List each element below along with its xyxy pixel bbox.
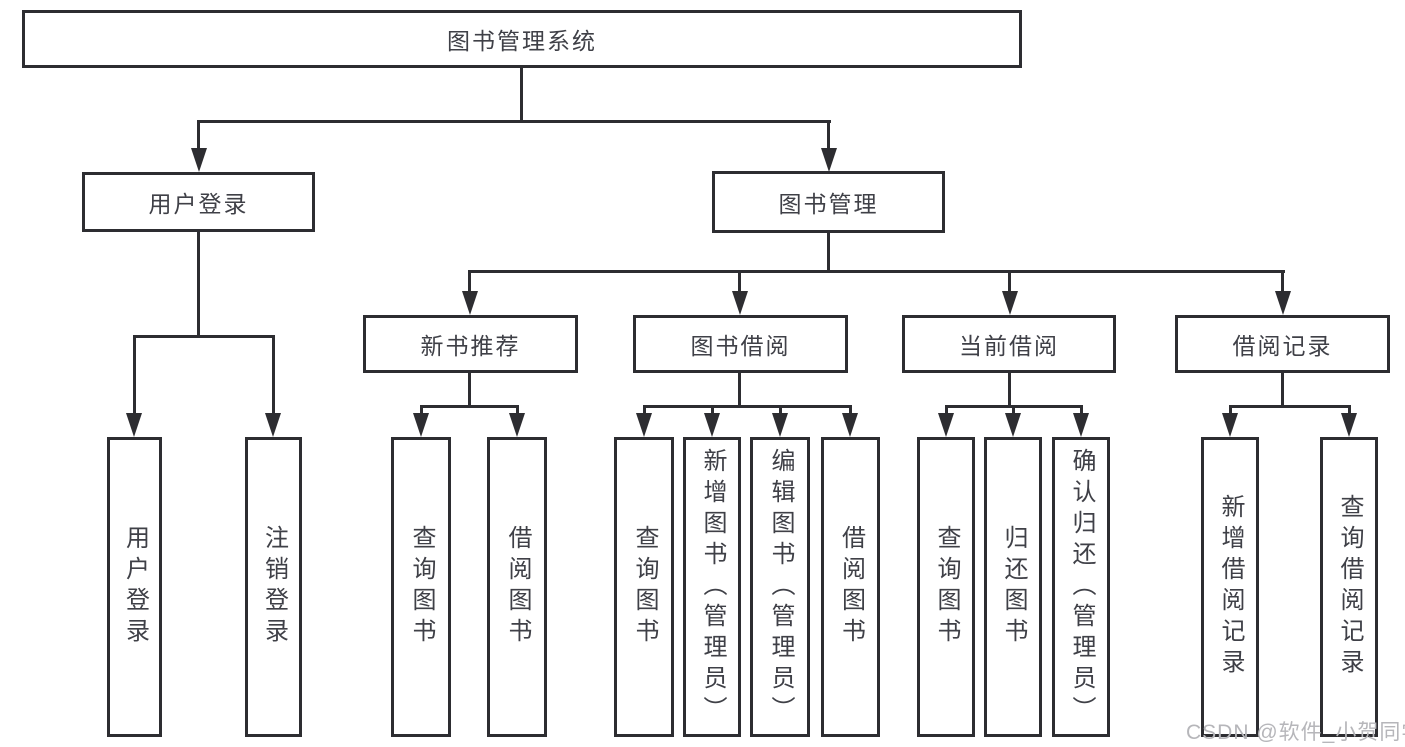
leaf-confirm-return-admin: 确认归还（管理员） [1052,437,1110,737]
connector-l3-arm-1 [468,270,471,291]
leaf-query-books-current: 查询图书 [917,437,975,737]
connector-g1-arm-2 [272,335,275,413]
connector-g2-stem [468,373,471,407]
connector-arrow-borrow-records [1275,291,1291,315]
connector-arrow-g5-leaf-1 [1222,413,1238,437]
leaf-query-books-recommend: 查询图书 [391,437,451,737]
leaf-borrow-books: 借阅图书 [821,437,880,737]
connector-g3-arm-4 [849,405,852,415]
connector-l1-arm-right [827,120,830,148]
connector-g3-arm-3 [779,405,782,415]
connector-l3-arm-4 [1281,270,1284,291]
connector-l1-arm-left [197,120,200,148]
leaf-add-borrow-record: 新增借阅记录 [1201,437,1259,737]
node-book-borrow: 图书借阅 [633,315,848,373]
connector-arrow-g3-leaf-3 [772,413,788,437]
connector-arrow-g4-leaf-2 [1005,413,1021,437]
connector-g5-stem [1281,373,1284,407]
connector-arrow-current-borrow [1002,291,1018,315]
connector-l3-arm-3 [1008,270,1011,291]
connector-arrow-g3-leaf-1 [636,413,652,437]
node-new-book-recommend: 新书推荐 [363,315,578,373]
connector-g4-stem [1008,373,1011,407]
watermark: CSDN @软件_小贺同学 [1186,721,1405,744]
connector-g5-arm-1 [1229,405,1232,415]
leaf-logout: 注销登录 [245,437,302,737]
connector-l3-arm-2 [738,270,741,291]
leaf-borrow-books-recommend: 借阅图书 [487,437,547,737]
connector-arrow-new-book-recommend [462,291,478,315]
connector-arrow-g3-leaf-4 [842,413,858,437]
leaf-user-login: 用户登录 [107,437,162,737]
node-borrow-records: 借阅记录 [1175,315,1390,373]
connector-arrow-leaf-user-login [126,413,142,437]
connector-arrow-g5-leaf-2 [1341,413,1357,437]
leaf-return-books: 归还图书 [984,437,1042,737]
connector-g3-arm-1 [643,405,646,415]
connector-root-stem [520,68,523,120]
connector-arrow-book-borrow [732,291,748,315]
node-user-login: 用户登录 [82,172,315,232]
node-current-borrow: 当前借阅 [902,315,1116,373]
connector-arrow-g2-leaf-2 [509,413,525,437]
connector-arrow-leaf-logout [265,413,281,437]
connector-g1-arm-1 [133,335,136,413]
connector-book-mgmt-stem [827,233,830,272]
connector-g5-arm-2 [1348,405,1351,415]
connector-g4-arm-1 [945,405,948,415]
connector-g3-arm-2 [711,405,714,415]
connector-arrow-g2-leaf-1 [413,413,429,437]
connector-l1-branch [197,120,831,123]
connector-g2-arm-2 [516,405,519,415]
connector-g3-branch [643,405,852,408]
leaf-query-books-borrow: 查询图书 [614,437,674,737]
node-root: 图书管理系统 [22,10,1022,68]
leaf-add-books-admin: 新增图书（管理员） [683,437,741,737]
connector-g4-arm-2 [1012,405,1015,415]
leaf-query-borrow-record: 查询借阅记录 [1320,437,1378,737]
connector-l3-branch [469,270,1285,273]
connector-g4-arm-3 [1080,405,1083,415]
connector-arrow-book-management [821,148,837,172]
node-book-management: 图书管理 [712,171,945,233]
connector-g1-branch [133,335,275,338]
connector-g5-branch [1229,405,1351,408]
connector-g3-stem [738,373,741,407]
leaf-edit-books-admin: 编辑图书（管理员） [750,437,810,737]
connector-arrow-g4-leaf-1 [938,413,954,437]
connector-g2-arm-1 [420,405,423,415]
connector-arrow-user-login [191,148,207,172]
connector-g2-branch [420,405,519,408]
connector-arrow-g4-leaf-3 [1073,413,1089,437]
connector-user-login-stem [197,232,200,335]
connector-arrow-g3-leaf-2 [704,413,720,437]
